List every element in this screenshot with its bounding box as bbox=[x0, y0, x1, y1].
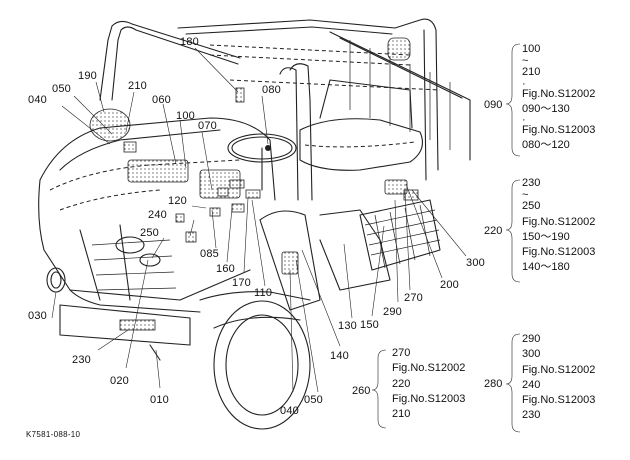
callout-160: 160 bbox=[216, 263, 235, 275]
group-090-line: ~ bbox=[522, 55, 529, 68]
group-260-line: Fig.No.S12002 bbox=[392, 362, 466, 375]
group-280-line: 300 bbox=[522, 348, 541, 361]
hood-body bbox=[38, 117, 276, 313]
group-260-line: 220 bbox=[392, 377, 411, 390]
callout-060: 060 bbox=[152, 94, 171, 106]
rear-grid bbox=[359, 179, 441, 271]
group-220-line: 140～180 bbox=[522, 261, 570, 274]
group-280-list: 290 300 Fig.No.S12002 240 Fig.No.S12003 … bbox=[522, 332, 595, 424]
group-280-line: 290 bbox=[522, 333, 541, 345]
group-260-line: 270 bbox=[392, 347, 411, 359]
group-090-label: 090 bbox=[484, 99, 503, 111]
group-090-line: Fig.No.S12003 bbox=[522, 124, 596, 137]
callout-170: 170 bbox=[232, 277, 251, 289]
steering-wheel bbox=[227, 133, 297, 191]
callout-250: 250 bbox=[140, 227, 159, 239]
lamps bbox=[46, 108, 161, 293]
callout-140: 140 bbox=[330, 350, 349, 362]
group-090-line: 090～130 bbox=[522, 102, 570, 115]
callout-040-lower: 040 bbox=[280, 405, 299, 417]
group-090-line: 100 bbox=[522, 43, 541, 55]
group-260-line: 210 bbox=[392, 408, 411, 421]
group-280-line: 240 bbox=[522, 378, 541, 391]
callout-020: 020 bbox=[110, 375, 129, 387]
group-220-line: ~ bbox=[522, 189, 529, 202]
figure-code: K7581-088-10 bbox=[26, 430, 81, 439]
group-260-line: Fig.No.S12003 bbox=[392, 392, 466, 405]
callout-210: 210 bbox=[128, 80, 147, 92]
seat bbox=[299, 79, 423, 171]
group-090-list: 100 ~ 210 · Fig.No.S12002 090～130 · Fig.… bbox=[522, 42, 595, 154]
callout-180: 180 bbox=[180, 36, 199, 48]
front-bumper bbox=[59, 304, 191, 361]
group-220-line: 250 bbox=[522, 200, 541, 213]
group-090-line: Fig.No.S12002 bbox=[522, 87, 596, 100]
callout-085: 085 bbox=[200, 248, 219, 260]
callout-050-lower: 050 bbox=[304, 394, 323, 406]
callout-040: 040 bbox=[28, 94, 47, 106]
callout-130: 130 bbox=[338, 320, 357, 332]
group-280-line: Fig.No.S12002 bbox=[522, 363, 596, 376]
group-220-line: Fig.No.S12002 bbox=[522, 215, 596, 228]
callout-240: 240 bbox=[148, 209, 167, 221]
group-brackets bbox=[371, 43, 521, 433]
group-280-line: 230 bbox=[522, 409, 541, 422]
callout-120: 120 bbox=[168, 195, 187, 207]
group-220-label: 220 bbox=[484, 225, 503, 237]
group-220-list: 230 ~ 250 Fig.No.S12002 150～190 Fig.No.S… bbox=[522, 176, 595, 276]
group-090-line: 210 bbox=[522, 66, 541, 79]
callout-110: 110 bbox=[254, 287, 273, 299]
callout-030: 030 bbox=[28, 310, 47, 322]
callout-050: 050 bbox=[52, 83, 71, 95]
leader-lines bbox=[51, 47, 467, 393]
group-280-label: 280 bbox=[484, 378, 503, 390]
group-090-line: 080～120 bbox=[522, 139, 570, 152]
group-260-label: 260 bbox=[352, 385, 371, 397]
group-220-line: 150～190 bbox=[522, 230, 570, 243]
callout-100: 100 bbox=[176, 110, 195, 122]
rops-frame bbox=[99, 18, 441, 201]
callout-150: 150 bbox=[360, 319, 379, 331]
callout-290: 290 bbox=[383, 306, 402, 318]
callout-270: 270 bbox=[404, 292, 423, 304]
callout-010: 010 bbox=[150, 394, 169, 406]
group-280-line: Fig.No.S12003 bbox=[522, 394, 596, 407]
callout-190: 190 bbox=[78, 70, 97, 82]
callout-070: 070 bbox=[198, 120, 217, 132]
front-wheel bbox=[199, 291, 311, 430]
callout-230: 230 bbox=[72, 354, 91, 366]
group-220-line: Fig.No.S12003 bbox=[522, 246, 596, 259]
group-220-line: 230 bbox=[522, 177, 541, 189]
group-260-list: 270 Fig.No.S12002 220 Fig.No.S12003 210 bbox=[392, 346, 465, 422]
callout-300: 300 bbox=[466, 257, 485, 269]
cargo-rail bbox=[329, 31, 471, 161]
callout-200: 200 bbox=[440, 279, 459, 291]
fender-pod bbox=[259, 209, 391, 311]
group-090-line: · bbox=[522, 77, 526, 90]
decal-patches bbox=[123, 87, 261, 243]
group-090-line: · bbox=[522, 114, 526, 127]
callout-080: 080 bbox=[262, 84, 281, 96]
